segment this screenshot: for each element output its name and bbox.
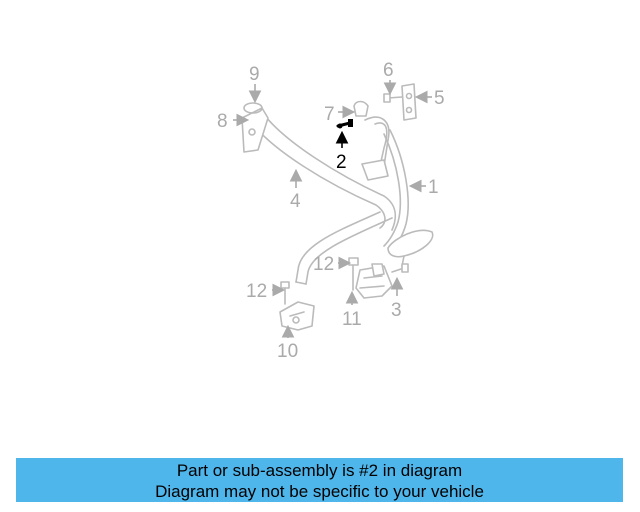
retractor-belt	[361, 116, 434, 267]
highlighted-bolt-part-2	[336, 119, 353, 129]
bracket-with-bolt	[383, 83, 417, 121]
callout-5: 5	[434, 88, 445, 109]
callout-10: 10	[277, 341, 298, 362]
banner-line-part-info: Part or sub-assembly is #2 in diagram	[176, 461, 463, 480]
buckle-assembly	[355, 263, 393, 299]
callout-6: 6	[383, 60, 394, 81]
info-banner: Part or sub-assembly is #2 in diagram Di…	[16, 458, 623, 502]
banner-line-disclaimer: Diagram may not be specific to your vehi…	[155, 482, 484, 501]
lap-belt-webbing	[247, 111, 397, 285]
bolt-12-lower	[280, 281, 290, 305]
guide-bracket	[353, 100, 369, 117]
callout-12-lower: 12	[246, 281, 267, 302]
lower-anchor-bracket	[279, 301, 315, 331]
callout-8: 8	[217, 111, 228, 132]
bolt-3	[391, 263, 409, 273]
upper-anchor-bracket	[241, 102, 269, 153]
callout-2: 2	[336, 152, 347, 173]
callout-9: 9	[249, 64, 260, 85]
callout-4: 4	[290, 191, 301, 212]
callout-11: 11	[342, 309, 362, 330]
callout-1: 1	[428, 177, 439, 198]
callout-12-upper: 12	[313, 254, 334, 275]
callout-7: 7	[324, 104, 335, 125]
parts-diagram: 9 8 7 6 5 1 4 2 12 12 3 11 10	[217, 60, 445, 362]
callout-3: 3	[391, 300, 402, 321]
